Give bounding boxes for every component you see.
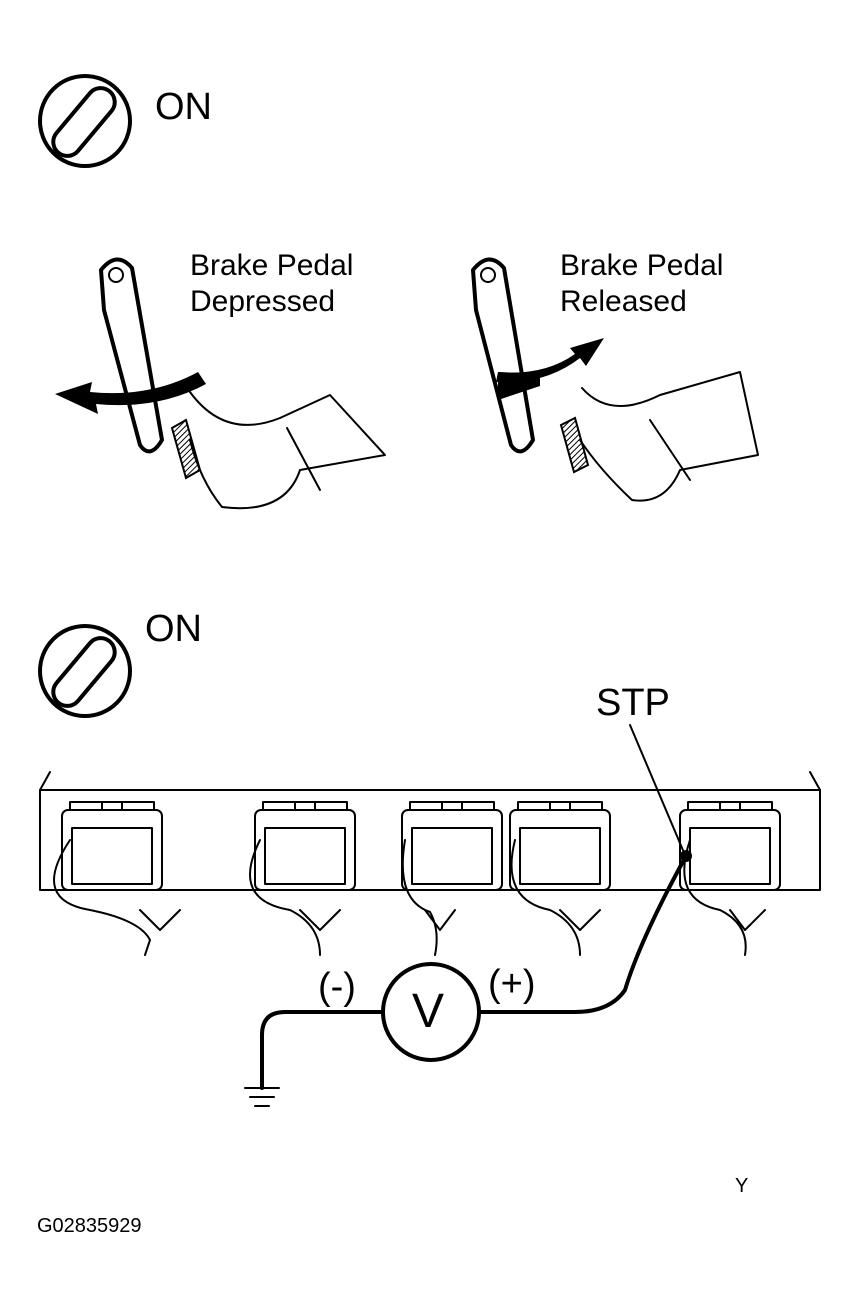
pedal-depressed-line1: Brake Pedal [190, 249, 354, 282]
ground-symbol-icon [244, 1087, 280, 1107]
positive-probe-label: (+) [488, 963, 536, 1005]
pedal-released-line1: Brake Pedal [560, 249, 724, 282]
voltmeter-symbol: V [412, 985, 445, 1038]
ignition-on-label-top: ON [155, 86, 212, 128]
figure-id: G02835929 [37, 1215, 142, 1237]
foot-off-pedal-icon [471, 257, 759, 502]
stp-terminal-label: STP [596, 682, 670, 724]
ignition-key-icon [38, 74, 132, 168]
corner-mark: Y [735, 1175, 749, 1197]
ignition-on-label-bottom: ON [145, 608, 202, 650]
pedal-released-line2: Released [560, 285, 687, 318]
ecu-connector-icon [39, 771, 821, 956]
ignition-key-icon [38, 624, 132, 718]
foot-on-pedal-icon [55, 257, 386, 510]
pedal-depressed-line2: Depressed [190, 285, 336, 318]
voltmeter-wiring [244, 724, 692, 1107]
negative-probe-label: (-) [318, 966, 356, 1008]
